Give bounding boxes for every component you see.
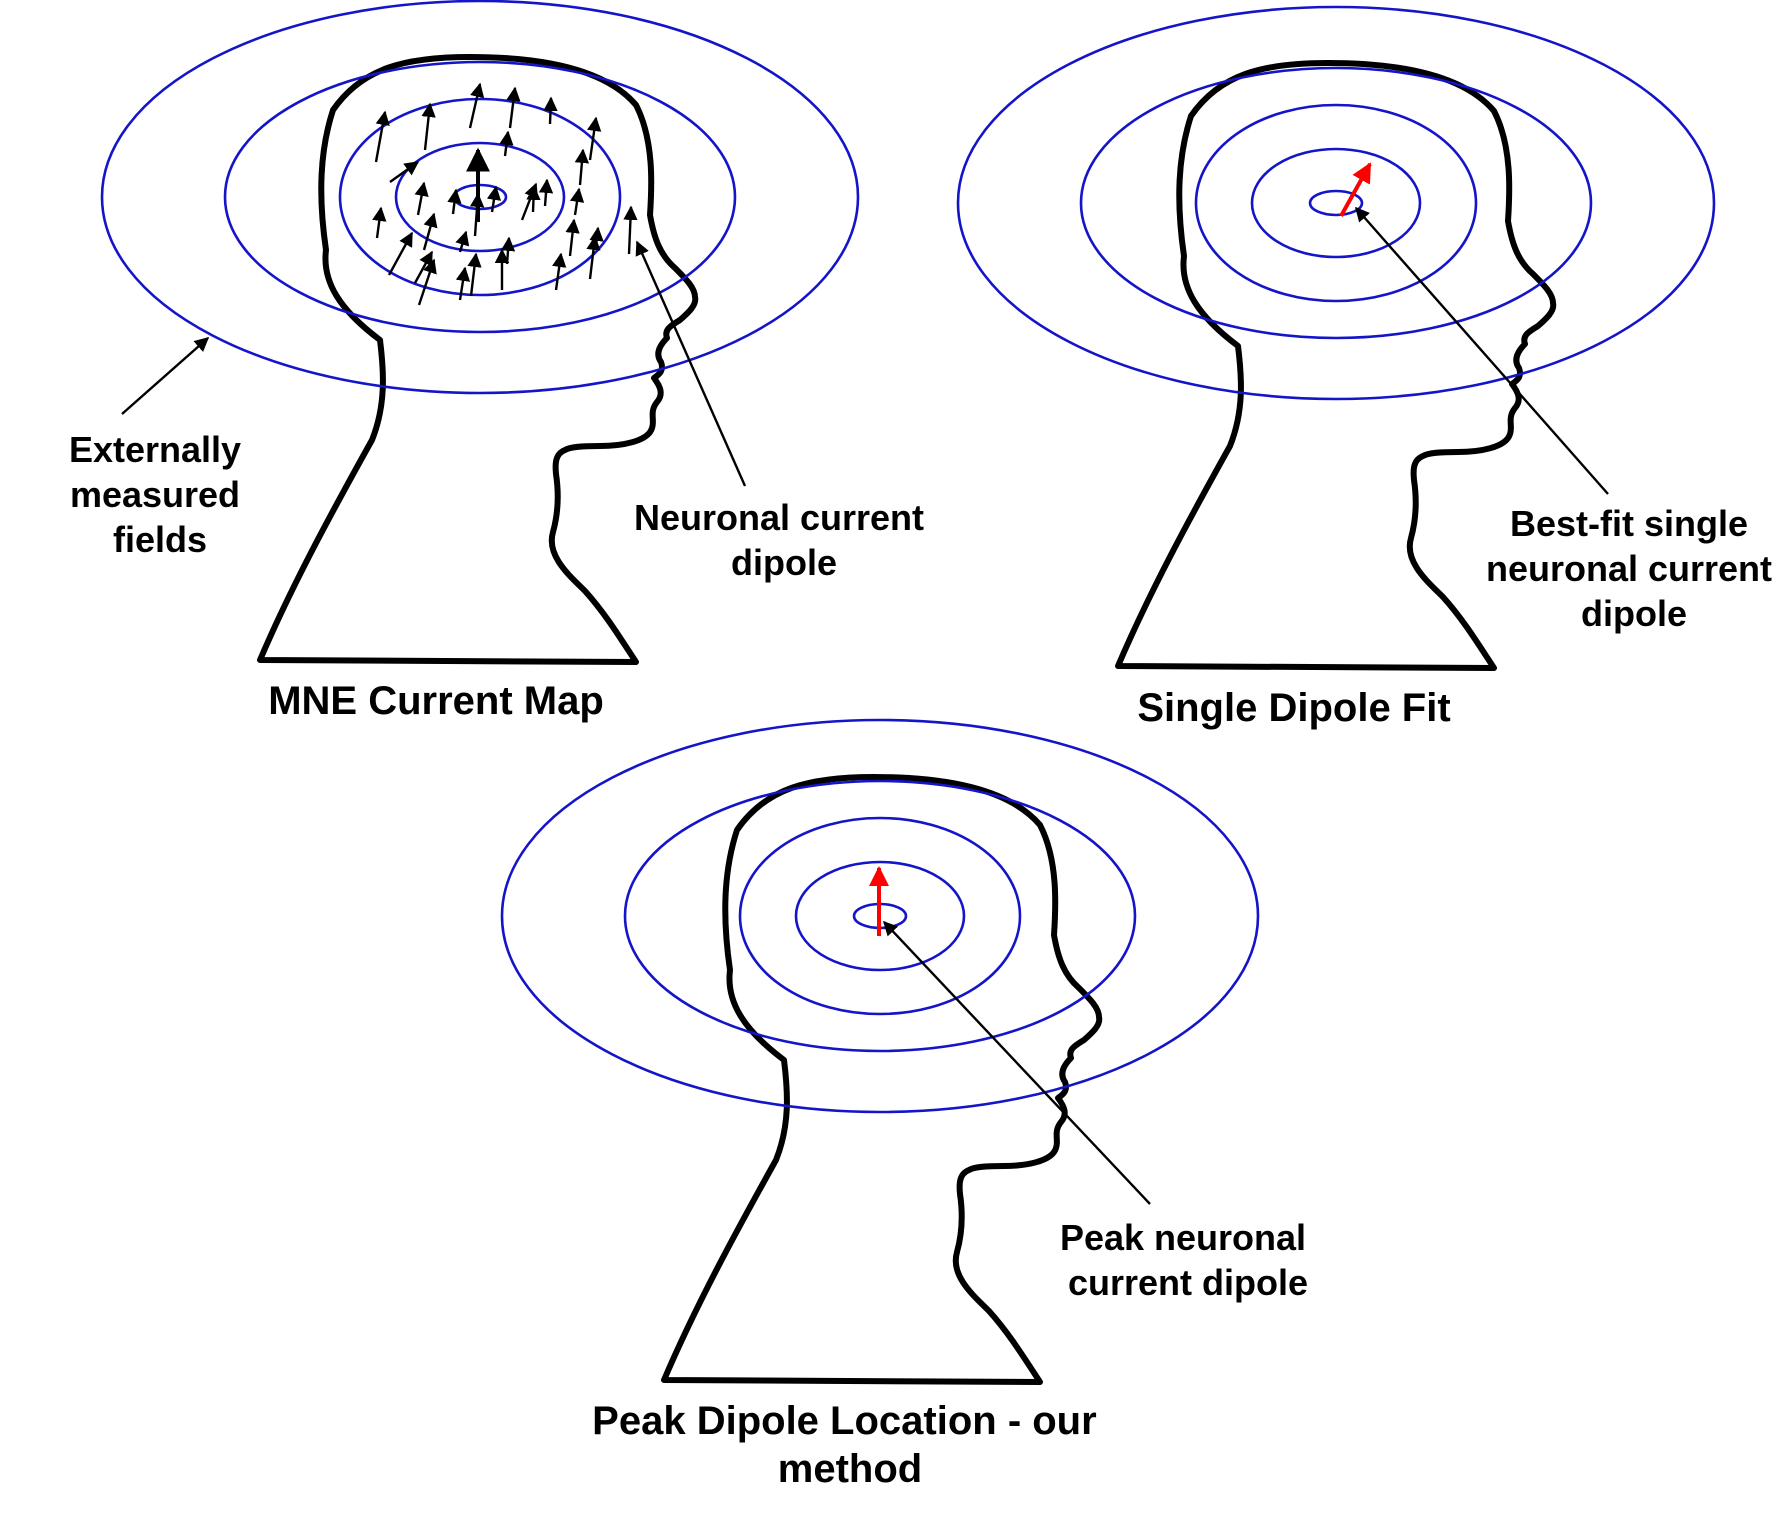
field-line-ring [1250, 147, 1422, 259]
dipole-arrow [387, 231, 414, 276]
field-line-ring [1194, 103, 1478, 303]
callout-fields: Externally measured fields [69, 429, 251, 560]
dipole-arrow [552, 252, 567, 291]
dipole-arrow [574, 148, 590, 186]
callout-peak: Peak neuronal current dipole [1060, 1217, 1316, 1303]
dipole-arrow [623, 205, 638, 255]
dipole-field-mne [372, 82, 638, 306]
caption-mne: MNE Current Map [268, 679, 604, 723]
field-line-ring [956, 5, 1716, 401]
dipole-arrow [587, 116, 602, 161]
dipole-arrow [421, 102, 436, 151]
leader-arrow-dipole [635, 240, 747, 487]
caption-single: Single Dipole Fit [1137, 686, 1450, 730]
dipole-arrow [468, 82, 485, 129]
dipole-arrow [447, 188, 462, 215]
dipole-arrow [538, 178, 554, 207]
panel-peak-dipole: Peak neuronal current dipole Peak Dipole… [500, 718, 1316, 1491]
field-line-ring [623, 779, 1137, 1053]
dipole-arrow [455, 230, 470, 253]
dipole-arrow [499, 130, 514, 157]
dipole-arrow [389, 161, 420, 183]
dipole-arrow [565, 218, 580, 257]
leader-arrow-peak [883, 920, 1151, 1205]
dipole-arrow [413, 250, 434, 284]
field-line-ring [394, 141, 566, 253]
callout-bestfit: Best-fit single neuronal current dipole [1486, 503, 1781, 634]
dipole-arrow [543, 96, 558, 125]
dipole-arrow [417, 258, 437, 306]
dipole-arrow [374, 110, 390, 163]
field-line-ring [794, 860, 966, 972]
dipole-arrow [467, 252, 482, 297]
dipole-arrow [586, 235, 601, 280]
caption-peak: Peak Dipole Location - our method [592, 1399, 1108, 1491]
dipole-arrow [520, 182, 539, 221]
field-line-ring [338, 97, 622, 297]
leader-arrow-fields [121, 337, 210, 415]
field-line-ring [1079, 66, 1593, 340]
field-lines-single [956, 5, 1716, 401]
dipole-arrow [455, 266, 471, 301]
dipole-arrow [569, 187, 585, 216]
panel-single-dipole: Best-fit single neuronal current dipole … [956, 5, 1781, 730]
dipole-arrow [589, 226, 604, 247]
leader-arrow-bestfit [1355, 206, 1609, 495]
dipole-arrow [500, 236, 516, 265]
head-outline [260, 57, 695, 662]
field-line-ring [1308, 189, 1364, 217]
dipole-arrow [414, 181, 429, 216]
dipole-arrow [486, 185, 502, 213]
dipole-arrow [372, 206, 387, 239]
dipole-arrow [506, 86, 521, 129]
field-line-ring [100, 0, 860, 395]
field-line-ring [500, 718, 1260, 1114]
field-line-ring [223, 60, 737, 334]
panel-mne: Externally measured fields Neuronal curr… [69, 0, 934, 723]
callout-neuronal-dipole: Neuronal current dipole [634, 497, 934, 583]
field-line-ring [738, 816, 1022, 1016]
dipole-arrow-red [1339, 162, 1372, 217]
field-lines-mne [100, 0, 860, 395]
dipole-arrow [422, 212, 438, 251]
